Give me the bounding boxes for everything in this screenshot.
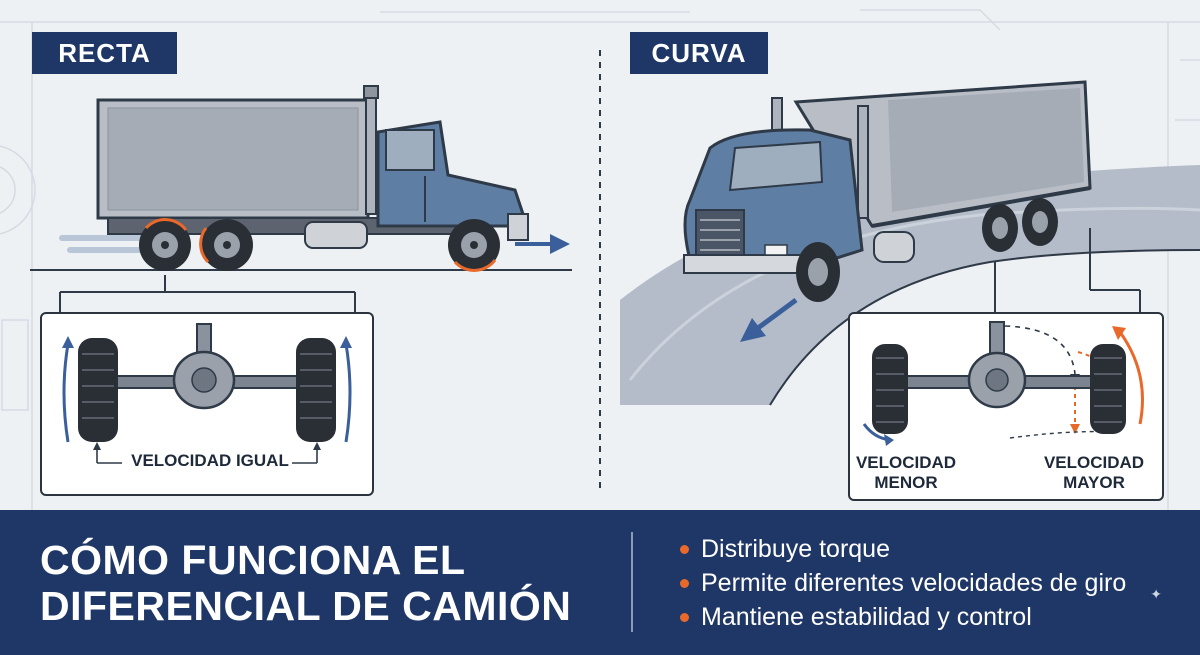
feature-text: Distribuye torque bbox=[701, 535, 890, 563]
title-line-1: CÓMO FUNCIONA EL bbox=[40, 537, 466, 583]
motion-streaks bbox=[59, 235, 143, 253]
axle-icon bbox=[62, 323, 352, 464]
feature-item: Permite diferentes velocidades de giro bbox=[680, 566, 1126, 600]
wheel-icon bbox=[139, 219, 191, 271]
footer-divider bbox=[631, 532, 633, 632]
center-divider bbox=[599, 50, 601, 490]
wheel-icon bbox=[982, 204, 1018, 252]
bullet-dot-icon bbox=[680, 578, 689, 588]
wheel-icon bbox=[296, 338, 336, 442]
feature-item: Mantiene estabilidad y control bbox=[680, 600, 1126, 634]
wheel-icon bbox=[1022, 198, 1058, 246]
truck-icon bbox=[683, 80, 1092, 302]
wheel-icon bbox=[448, 219, 500, 271]
wheel-icon bbox=[796, 242, 840, 302]
direction-arrow-icon bbox=[515, 234, 570, 254]
feature-text: Permite diferentes velocidades de giro bbox=[701, 569, 1127, 597]
curve-label: CURVA bbox=[630, 32, 768, 74]
straight-truck-scene bbox=[30, 85, 572, 312]
straight-differential-detail bbox=[40, 312, 374, 496]
blueprint-background bbox=[0, 9, 1200, 510]
curve-inner-caption: VELOCIDAD MENOR bbox=[855, 453, 957, 492]
truck-icon bbox=[96, 85, 530, 272]
axle-icon bbox=[862, 321, 1144, 446]
feature-item: Distribuye torque bbox=[680, 532, 1126, 566]
sparkle-icon: ✦ bbox=[1150, 586, 1162, 602]
straight-label-text: RECTA bbox=[58, 37, 151, 68]
title-line-2: DIFERENCIAL DE CAMIÓN bbox=[40, 583, 572, 629]
curve-label-text: CURVA bbox=[651, 37, 747, 68]
bullet-dot-icon bbox=[680, 544, 689, 554]
rotation-arrow-icon bbox=[144, 218, 497, 272]
straight-caption: VELOCIDAD IGUAL bbox=[131, 451, 289, 470]
wheel-icon bbox=[872, 344, 908, 434]
curve-truck-scene bbox=[620, 80, 1200, 406]
direction-arrow-icon bbox=[740, 297, 798, 342]
curve-outer-caption: VELOCIDAD MAYOR bbox=[1043, 453, 1145, 492]
feature-text: Mantiene estabilidad y control bbox=[701, 603, 1032, 631]
wheel-icon bbox=[78, 338, 118, 442]
footer-banner: CÓMO FUNCIONA EL DIFERENCIAL DE CAMIÓN D… bbox=[0, 510, 1200, 655]
straight-label: RECTA bbox=[32, 32, 177, 74]
wheel-icon bbox=[1090, 344, 1126, 434]
wheel-icon bbox=[201, 219, 253, 271]
feature-list: Distribuye torque Permite diferentes vel… bbox=[680, 532, 1126, 634]
bullet-dot-icon bbox=[680, 612, 689, 622]
curve-differential-detail bbox=[848, 312, 1164, 501]
page-title: CÓMO FUNCIONA EL DIFERENCIAL DE CAMIÓN bbox=[40, 537, 571, 629]
